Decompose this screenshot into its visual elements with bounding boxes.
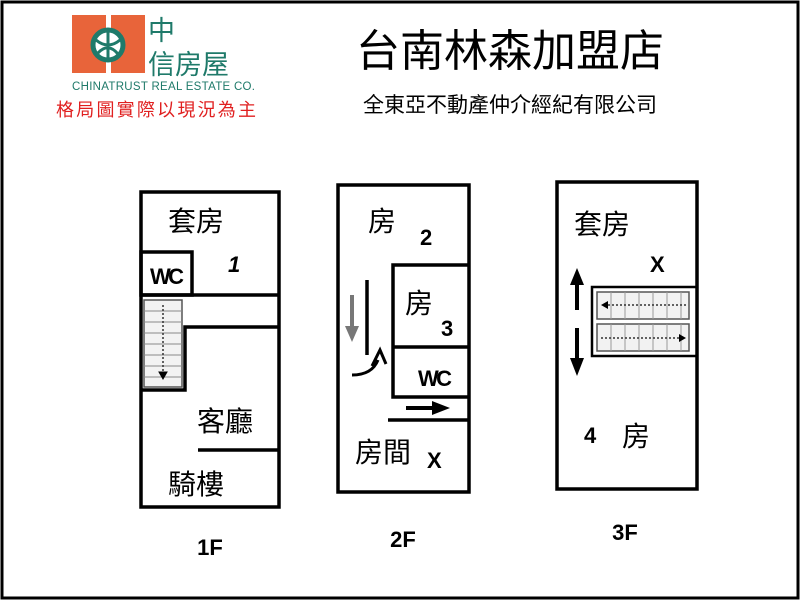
staircase-icon [143,299,183,388]
floor-label-3f: 3F [612,520,638,545]
room-number: 1 [228,252,240,277]
arrow-down-icon [345,295,359,342]
room-number: 4 [584,423,597,448]
room-label-room4: 房 [622,420,650,453]
chinatrust-logo: 中 信房屋 CHINATRUST REAL ESTATE CO. [72,15,255,93]
disclaimer-text: 格局圖實際以現況為主 [56,100,256,121]
room-label-living: 客廳 [197,405,253,438]
room-label-roomx: 房間 [355,436,411,469]
logo-text-bottom: 信房屋 [148,50,229,81]
logo-english: CHINATRUST REAL ESTATE CO. [72,81,255,93]
room-number: 2 [420,225,432,250]
wc-label: WC [418,366,452,391]
room-number: X [427,448,442,473]
arrow-down-icon [570,328,584,376]
floor-3f-plan [555,180,699,491]
room-label-suite: 套房 [574,208,630,241]
floor-label-1f: 1F [197,535,223,560]
room-label-suite: 套房 [168,205,224,238]
page-title: 台南林森加盟店 [356,26,664,77]
room-label-room2: 房 [368,205,396,238]
logo-text-top: 中 [148,16,175,47]
room-label-arcade: 騎樓 [168,468,224,501]
arrow-up-icon [570,268,584,310]
floor-label-2f: 2F [390,527,416,552]
wc-label: WC [150,264,184,289]
arrow-right-icon [406,401,450,415]
floor-2f-plan [336,183,471,494]
staircase-icon [590,285,699,358]
curved-arrow-icon [351,346,388,377]
room-number: 3 [441,316,453,341]
company-name: 全東亞不動產仲介經紀有限公司 [363,93,657,117]
room-label-room3: 房 [405,287,433,320]
room-number: X [650,252,665,277]
floor-1f-plan [139,190,281,509]
